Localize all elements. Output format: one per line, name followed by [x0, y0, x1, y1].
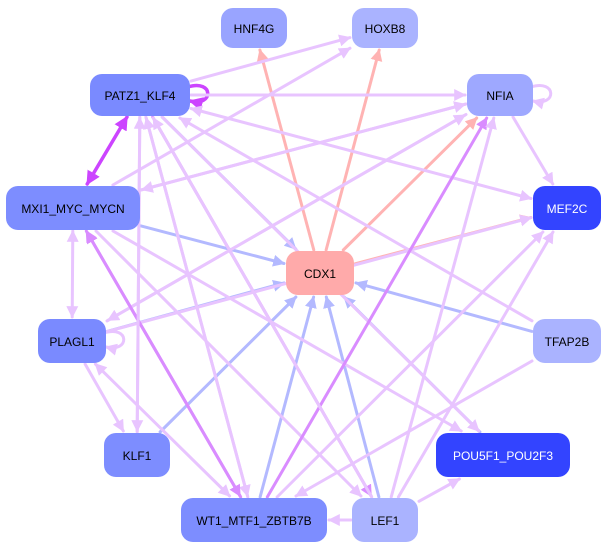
edge-cdx1-to-nfia: [341, 116, 479, 252]
node-label: HOXB8: [365, 22, 406, 36]
node-label: WT1_MTF1_ZBTB7B: [196, 514, 311, 528]
edge-wt1_mtf1_zbtb7b-to-patz1_klf4: [143, 116, 250, 499]
edge-wt1_mtf1_zbtb7b-to-mef2c: [275, 230, 545, 499]
edge-tfap2b-to-wt1_mtf1_zbtb7b: [294, 359, 534, 498]
node-label: POU5F1_POU2F3: [453, 449, 553, 463]
edge-patz1_klf4-to-hoxb8: [189, 34, 352, 83]
edge-plagl1-to-wt1_mtf1_zbtb7b: [93, 362, 232, 498]
edge-mxi1_myc_mycn-to-hoxb8: [111, 46, 352, 187]
node-box[interactable]: [38, 319, 106, 363]
node-plagl1[interactable]: PLAGL1: [38, 319, 106, 363]
edge-nfia-to-plagl1: [106, 113, 468, 322]
node-label: HNF4G: [234, 22, 275, 36]
node-lef1[interactable]: LEF1: [352, 498, 418, 542]
node-box[interactable]: [221, 8, 287, 48]
edges-layer: [66, 34, 555, 526]
node-box[interactable]: [104, 433, 170, 477]
node-tfap2b[interactable]: TFAP2B: [533, 319, 601, 363]
node-box[interactable]: [352, 498, 418, 542]
edge-plagl1-to-plagl1: [102, 330, 126, 356]
node-label: MEF2C: [547, 202, 588, 216]
node-mxi1-myc-mycn[interactable]: MXI1_MYC_MYCN: [6, 186, 140, 230]
edge-lef1-to-pou5f1_pou2f3: [417, 477, 461, 503]
node-pou5f1-pou2f3[interactable]: POU5F1_POU2F3: [436, 433, 570, 477]
node-label: KLF1: [123, 449, 152, 463]
node-box[interactable]: [181, 498, 327, 542]
node-label: PLAGL1: [49, 335, 95, 349]
node-label: CDX1: [304, 267, 336, 281]
node-wt1-mtf1-zbtb7b[interactable]: WT1_MTF1_ZBTB7B: [181, 498, 327, 542]
edge-tfap2b-to-patz1_klf4: [178, 116, 534, 323]
edge-wt1_mtf1_zbtb7b-to-mxi1_myc_mycn: [85, 230, 243, 499]
node-hnf4g[interactable]: HNF4G: [221, 8, 287, 48]
edge-lef1-to-patz1_klf4: [151, 116, 374, 499]
edge-klf1-to-patz1_klf4: [133, 116, 146, 434]
edge-patz1_klf4-to-mef2c: [189, 105, 533, 202]
edge-patz1_klf4-to-mxi1_myc_mycn: [85, 115, 129, 186]
node-box[interactable]: [533, 186, 601, 230]
node-box[interactable]: [467, 74, 533, 116]
edge-nfia-to-mef2c: [511, 115, 555, 186]
node-box[interactable]: [6, 186, 140, 230]
edge-patz1_klf4-to-patz1_klf4: [186, 83, 210, 111]
edge-lef1-to-cdx1: [323, 295, 381, 499]
edge-nfia-to-nfia: [529, 84, 553, 110]
node-label: LEF1: [371, 514, 400, 528]
node-label: NFIA: [486, 89, 513, 103]
node-box[interactable]: [90, 74, 190, 116]
node-box[interactable]: [286, 251, 354, 295]
edge-wt1_mtf1_zbtb7b-to-nfia: [265, 116, 489, 499]
node-hoxb8[interactable]: HOXB8: [352, 8, 418, 48]
node-box[interactable]: [352, 8, 418, 48]
edge-mxi1_myc_mycn-to-plagl1: [66, 229, 79, 319]
node-label: MXI1_MYC_MYCN: [21, 202, 124, 216]
edge-wt1_mtf1_zbtb7b-to-cdx1: [258, 295, 317, 499]
node-box[interactable]: [436, 433, 570, 477]
node-patz1-klf4[interactable]: PATZ1_KLF4: [90, 74, 190, 116]
node-label: PATZ1_KLF4: [105, 89, 176, 103]
node-cdx1[interactable]: CDX1: [286, 251, 354, 295]
node-klf1[interactable]: KLF1: [104, 433, 170, 477]
edge-lef1-to-nfia: [389, 116, 497, 499]
edge-nfia-to-mxi1_myc_mycn: [140, 102, 468, 193]
edge-lef1-to-mef2c: [396, 230, 555, 499]
node-box[interactable]: [533, 319, 601, 363]
node-label: TFAP2B: [545, 335, 590, 349]
node-nfia[interactable]: NFIA: [467, 74, 533, 116]
node-mef2c[interactable]: MEF2C: [533, 186, 601, 230]
